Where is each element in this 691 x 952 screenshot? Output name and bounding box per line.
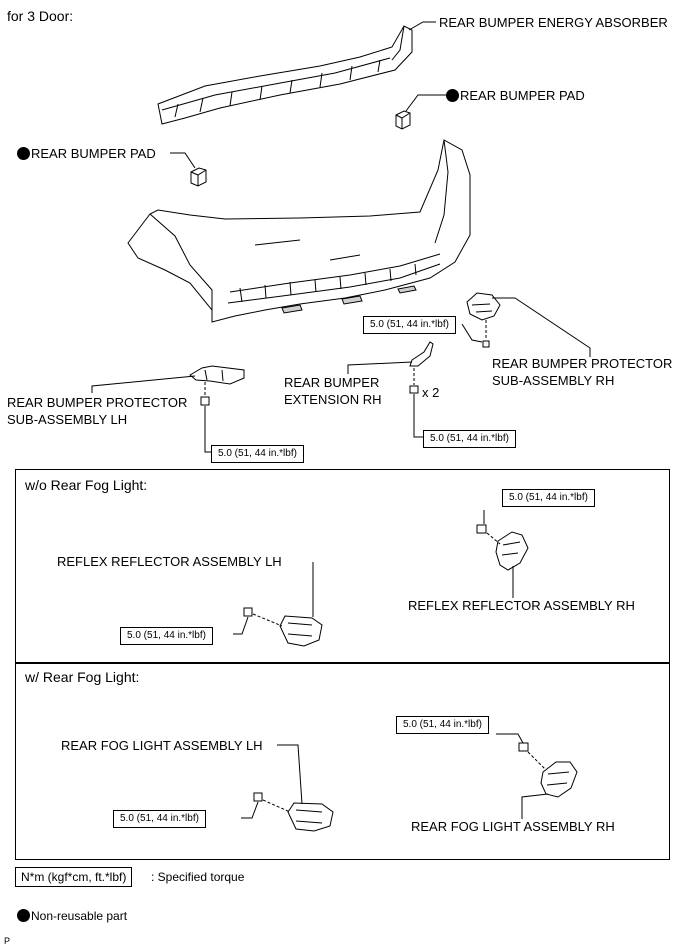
pad-right-leader (405, 94, 446, 112)
torque-extension: 5.0 (51, 44 in.*lbf) (423, 430, 516, 448)
nonreusable-dot-icon (17, 909, 30, 922)
fog-rh-leader (521, 793, 549, 819)
torque-protector-rh: 5.0 (51, 44 in.*lbf) (363, 316, 456, 334)
extension-rh-leader (347, 361, 413, 374)
label-pad-left: REAR BUMPER PAD (17, 147, 156, 160)
nonreusable-dot-icon (17, 147, 30, 160)
label-extension-line1: REAR BUMPER (284, 375, 380, 390)
label-pad-right-text: REAR BUMPER PAD (460, 88, 585, 103)
torque-fog-rh: 5.0 (51, 44 in.*lbf) (396, 716, 489, 734)
label-reflector-lh: REFLEX REFLECTOR ASSEMBLY LH (57, 554, 282, 569)
extension-rh-part (409, 341, 434, 394)
torque-reflector-lh: 5.0 (51, 44 in.*lbf) (120, 627, 213, 645)
panel-with-fog-light (15, 662, 670, 860)
label-pad-left-text: REAR BUMPER PAD (31, 146, 156, 161)
energy-absorber-leader (408, 21, 436, 31)
legend-torque-unit: N*m (kgf*cm, ft.*lbf) (15, 867, 133, 887)
protector-rh-part (466, 292, 501, 348)
label-fog-lh: REAR FOG LIGHT ASSEMBLY LH (61, 738, 263, 753)
torque-fog-lh: 5.0 (51, 44 in.*lbf) (113, 810, 206, 828)
label-protector-lh-line2: SUB-ASSEMBLY LH (7, 412, 128, 427)
label-protector-rh-line1: REAR BUMPER PROTECTOR (492, 356, 673, 371)
protector-lh-torque-leader (204, 406, 211, 453)
pad-right-part (395, 110, 411, 130)
label-reflector-rh: REFLEX REFLECTOR ASSEMBLY RH (408, 598, 635, 613)
panel-with-fog-title: w/ Rear Fog Light: (25, 669, 140, 685)
rear-bumper-cover-part (127, 139, 471, 323)
label-pad-right: REAR BUMPER PAD (446, 89, 585, 102)
label-protector-lh-line1: REAR BUMPER PROTECTOR (7, 395, 188, 410)
panel-without-fog-light (15, 469, 670, 664)
reflector-lh-part (243, 607, 323, 647)
fog-lh-part (253, 792, 334, 832)
reflector-lh-torque-leader (233, 616, 249, 635)
page-header: for 3 Door: (7, 8, 74, 24)
reflector-rh-part (476, 524, 529, 571)
fog-lh-torque-leader (241, 801, 259, 819)
protector-lh-leader (91, 375, 196, 393)
legend-nonreusable: Non-reusable part (17, 909, 127, 922)
protector-rh-leader (492, 297, 591, 357)
nonreusable-dot-icon (446, 89, 459, 102)
protector-rh-torque-leader (461, 323, 483, 343)
label-energy-absorber: REAR BUMPER ENERGY ABSORBER (439, 15, 668, 30)
torque-reflector-rh: 5.0 (51, 44 in.*lbf) (502, 489, 595, 507)
label-fog-rh: REAR FOG LIGHT ASSEMBLY RH (411, 819, 615, 834)
panel-without-fog-title: w/o Rear Fog Light: (25, 477, 148, 493)
legend-torque-text: : Specified torque (151, 870, 245, 884)
energy-absorber-part (157, 25, 413, 125)
footer-code: P (4, 936, 11, 946)
label-protector-rh-line2: SUB-ASSEMBLY RH (492, 373, 615, 388)
pad-left-part (190, 167, 207, 187)
legend-nonreusable-text: Non-reusable part (31, 909, 128, 923)
protector-lh-part (189, 365, 245, 406)
fog-rh-part (518, 742, 578, 798)
fog-rh-torque-leader (496, 733, 524, 744)
label-extension-line2: EXTENSION RH (284, 392, 382, 407)
fog-lh-leader (277, 744, 303, 805)
extension-torque-leader (413, 394, 423, 438)
torque-protector-lh: 5.0 (51, 44 in.*lbf) (211, 445, 304, 463)
pad-left-leader (170, 152, 196, 169)
label-x2: x 2 (422, 385, 440, 400)
